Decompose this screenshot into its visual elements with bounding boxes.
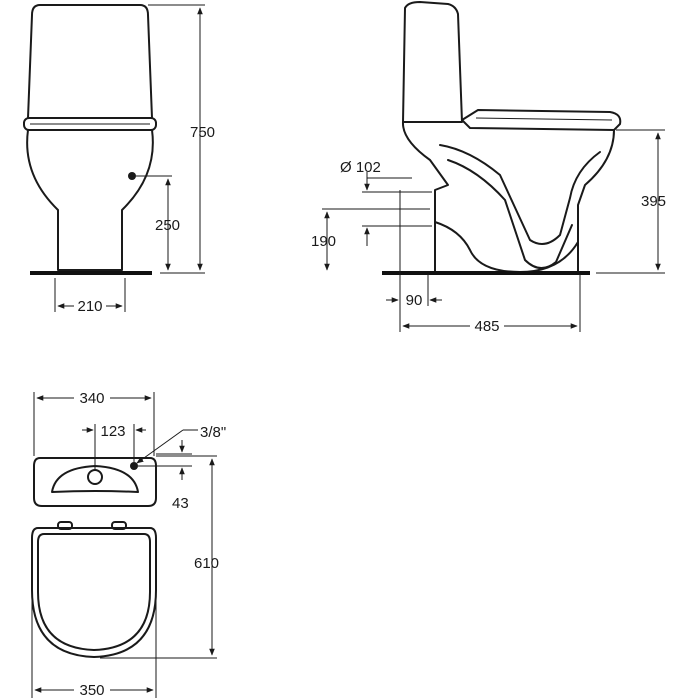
side-dimensions: 395 Ø 102 190 90 485 bbox=[311, 129, 666, 335]
dim-label-210: 210 bbox=[77, 298, 102, 315]
dim-label-250: 250 bbox=[155, 217, 180, 234]
side-bowl-outline bbox=[401, 121, 615, 273]
dim-label-350: 350 bbox=[79, 682, 104, 699]
dim-label-43: 43 bbox=[172, 495, 189, 512]
front-bowl-outline bbox=[26, 129, 154, 271]
top-view bbox=[31, 457, 157, 658]
dim-label-102: Ø 102 bbox=[340, 159, 381, 176]
dim-label-123: 123 bbox=[100, 423, 125, 440]
dim-label-340: 340 bbox=[79, 390, 104, 407]
side-tank-outline bbox=[402, 1, 463, 123]
side-seat-outline bbox=[461, 109, 622, 131]
top-tank-outline bbox=[33, 457, 157, 507]
dim-label-395: 395 bbox=[641, 193, 666, 210]
dim-label-thread: 3/8" bbox=[200, 424, 226, 441]
top-seat-outline bbox=[31, 527, 157, 658]
front-dimensions: 750 250 210 bbox=[54, 4, 215, 315]
top-inlet-dot bbox=[130, 462, 138, 470]
front-seat-band bbox=[23, 117, 157, 131]
dim-label-750: 750 bbox=[190, 124, 215, 141]
top-tank-recess bbox=[51, 465, 139, 493]
top-dimensions: 340 123 3/8" 43 610 350 bbox=[31, 388, 226, 699]
top-lid-outline bbox=[37, 533, 151, 651]
dim-label-190: 190 bbox=[311, 233, 336, 250]
dim-label-485: 485 bbox=[474, 318, 499, 335]
side-view bbox=[382, 1, 622, 275]
front-view bbox=[23, 4, 157, 275]
side-trap-outline bbox=[439, 144, 601, 269]
front-inlet-dot bbox=[128, 172, 136, 180]
front-tank-outline bbox=[27, 4, 153, 119]
dim-label-90: 90 bbox=[406, 292, 423, 309]
dim-label-610: 610 bbox=[194, 555, 219, 572]
top-flush-button bbox=[87, 469, 103, 485]
